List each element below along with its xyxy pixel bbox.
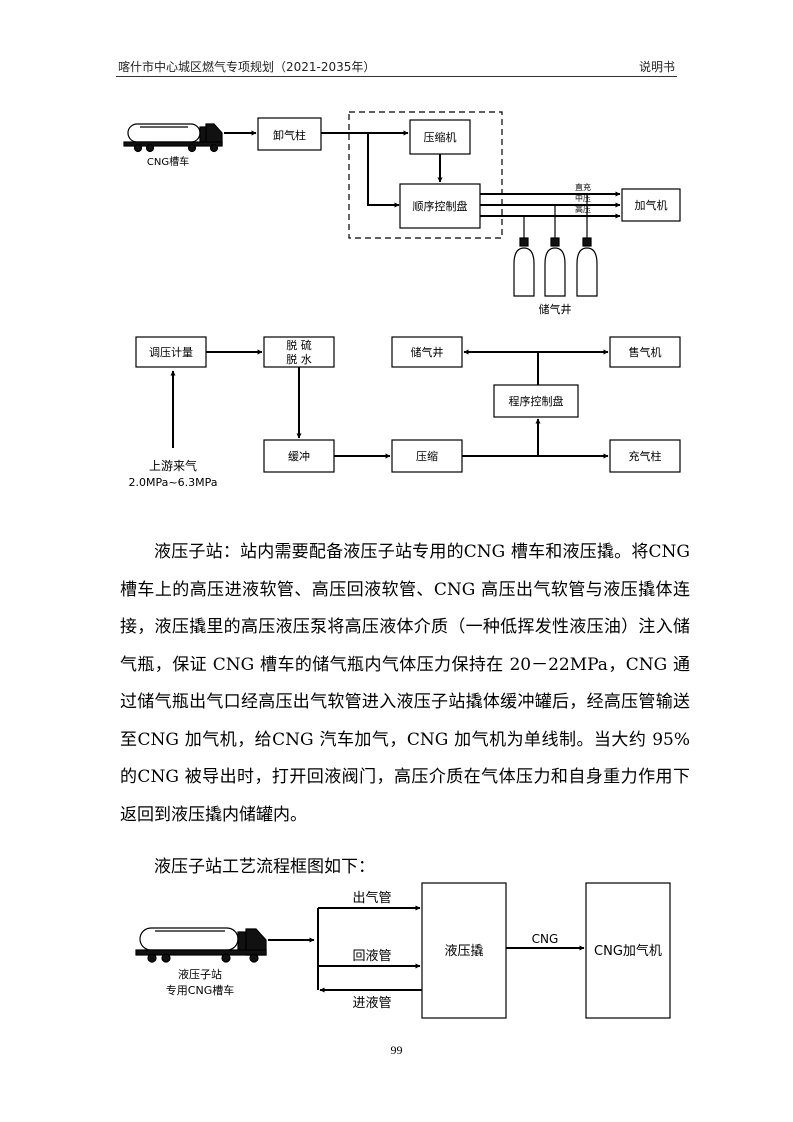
dispenser-label: 加气机: [635, 198, 668, 212]
storage-cylinder-icons: [513, 194, 598, 297]
desulfur-box: [263, 336, 335, 368]
buffer-label: 缓冲: [288, 449, 310, 463]
desulfur-label-1: 脱 硫: [286, 338, 312, 352]
program-panel-box: [493, 384, 579, 418]
compressor-label: 压缩机: [424, 130, 457, 144]
upstream-label-1: 上游来气: [149, 458, 197, 473]
storage-well-label-2: 储气井: [411, 345, 444, 359]
line-high-label: 高压: [575, 204, 591, 214]
sell-machine-box: [609, 336, 681, 368]
dashed-boundary: [348, 111, 503, 239]
diagram-hydraulic-substation: 液压子站 专用CNG槽车 出气管 回液管 进液管 液压撬 CNG CNG加气机: [135, 882, 671, 1019]
unload-post-label: 卸气柱: [273, 128, 306, 142]
line-mid-label: 中压: [575, 193, 591, 203]
program-panel-label: 程序控制盘: [509, 394, 564, 408]
upstream-label-2: 2.0MPa~6.3MPa: [129, 476, 218, 489]
outlet-pipe-label: 出气管: [352, 890, 391, 906]
hydraulic-cng-truck-icon: [135, 927, 267, 963]
regulate-meter-label: 调压计量: [149, 346, 193, 359]
cng-tank-truck-icon: [123, 123, 223, 153]
flow-caption: 液压子站工艺流程框图如下：: [154, 857, 375, 877]
diagram-cng-mother-station: CNG槽车 卸气柱 压缩机 顺序控制盘 直充 中压 高压 加气机: [123, 111, 681, 316]
desulfur-label-2: 脱 水: [286, 352, 312, 366]
cng-flow-label: CNG: [532, 932, 559, 946]
header-section: 说明书: [638, 60, 675, 74]
header-rule: [116, 76, 677, 77]
truck3-label-2: 专用CNG槽车: [166, 983, 234, 997]
cng-dispenser-box: [585, 882, 671, 1019]
return-pipe-label: 回液管: [352, 949, 391, 964]
regulate-meter-box: [135, 336, 207, 368]
line-direct-label: 直充: [575, 182, 591, 192]
sell-machine-label: 售气机: [629, 345, 662, 359]
buffer-box: [263, 439, 335, 473]
page-number: 99: [390, 1043, 403, 1057]
storage-well-box: [391, 336, 463, 368]
sequence-panel-label: 顺序控制盘: [413, 199, 468, 213]
skid-label: 液压撬: [444, 944, 483, 959]
dispenser-box: [621, 188, 681, 222]
charge-post-box: [609, 439, 681, 473]
body-paragraph: 液压子站：站内需要配备液压子站专用的CNG 槽车和液压撬。将CNG 槽车上的高压…: [120, 542, 690, 825]
truck-label: CNG槽车: [147, 155, 189, 168]
charge-post-label: 充气柱: [629, 449, 662, 463]
sequence-panel-box: [399, 183, 481, 229]
cng-dispenser-label: CNG加气机: [594, 943, 662, 959]
header-title: 喀什市中心城区燃气专项规划（2021-2035年）: [118, 60, 376, 74]
compressor-box: [409, 119, 471, 155]
unload-post-box: [257, 117, 322, 151]
hydraulic-skid-box: [421, 882, 507, 1019]
inlet-pipe-label: 进液管: [352, 996, 391, 1011]
storage-well-label: 储气井: [539, 302, 572, 316]
diagram-standard-station: 调压计量 脱 硫 脱 水 上游来气 2.0MPa~6.3MPa 缓冲 压缩 程序…: [129, 336, 681, 489]
truck3-label-1: 液压子站: [178, 967, 222, 981]
compress-label: 压缩: [416, 450, 438, 463]
